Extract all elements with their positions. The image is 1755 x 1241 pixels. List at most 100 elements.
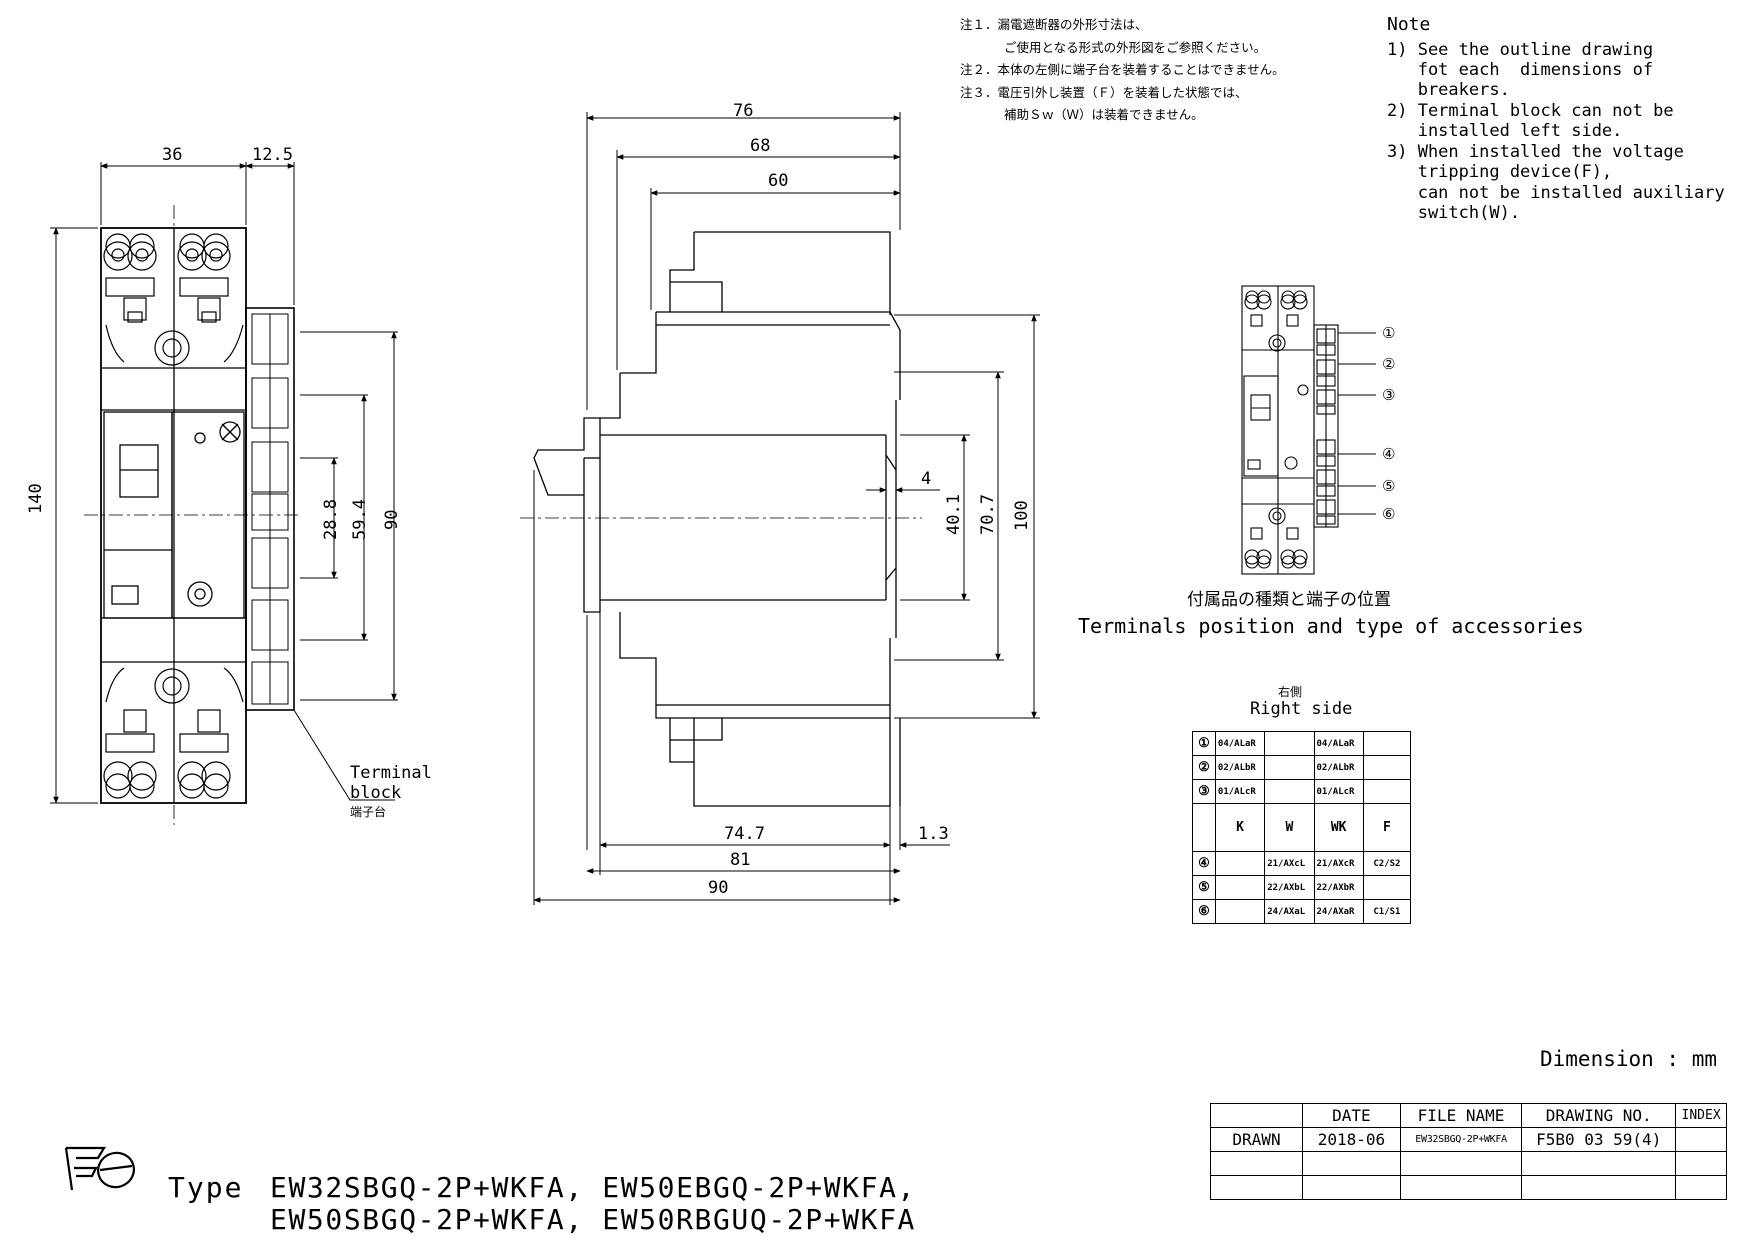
accessory-table-cell: 24/AXaL	[1264, 899, 1315, 924]
accessory-table-cell: W	[1264, 803, 1315, 852]
dim-12-5: 12.5	[252, 145, 293, 165]
accessory-table-cell: 21/AXcR	[1313, 851, 1364, 876]
title-block-cell	[1210, 1175, 1303, 1200]
title-block-cell	[1210, 1103, 1303, 1128]
accessories-caption-en: Terminals position and type of accessori…	[1078, 614, 1584, 638]
title-block-cell	[1521, 1175, 1677, 1200]
marker-1: ①	[1382, 324, 1396, 342]
accessory-table-cell	[1362, 755, 1412, 780]
side-view	[520, 112, 1040, 905]
terminal-block-label-jp: 端子台	[350, 805, 387, 819]
accessory-table-cell: 22/AXbR	[1313, 875, 1364, 900]
accessory-table-cell: ⑤	[1192, 875, 1216, 900]
accessory-table-cell: ①	[1192, 731, 1216, 756]
title-block-cell: EW32SBGQ-2P+WKFA	[1399, 1127, 1523, 1152]
accessory-table-cell	[1264, 779, 1315, 804]
marker-4: ④	[1382, 445, 1396, 463]
dim-90-vertical: 90	[382, 509, 402, 530]
accessory-table-cell: ④	[1192, 851, 1216, 876]
accessory-table-cell: F	[1362, 803, 1412, 852]
dim-1-3: 1.3	[918, 824, 949, 844]
model-line: EW32SBGQ-2P+WKFA, EW50EBGQ-2P+WKFA,	[270, 1171, 917, 1204]
title-block-cell	[1399, 1175, 1523, 1200]
accessory-table-cell: ⑥	[1192, 899, 1216, 924]
title-block-cell	[1521, 1151, 1677, 1176]
front-view	[50, 162, 398, 825]
accessory-table-cell: 24/AXaR	[1313, 899, 1364, 924]
note-en-line: 2) Terminal block can not be	[1387, 101, 1674, 121]
terminal-block-label: block	[350, 783, 402, 803]
dim-68: 68	[750, 136, 771, 156]
title-block-cell	[1210, 1151, 1303, 1176]
accessory-table-cell	[1214, 899, 1266, 924]
note-en-line: installed left side.	[1387, 121, 1623, 141]
dim-36: 36	[162, 145, 183, 165]
accessory-table-cell	[1214, 875, 1266, 900]
title-block-cell: F5B0 03 59(4)	[1521, 1127, 1677, 1152]
title-block-cell	[1675, 1127, 1727, 1152]
dim-60: 60	[768, 171, 789, 191]
accessory-table-cell: 21/AXcL	[1264, 851, 1315, 876]
title-block-cell	[1301, 1175, 1401, 1200]
note-en-line: breakers.	[1387, 80, 1510, 100]
title-block-cell: DRAWING NO.	[1521, 1103, 1677, 1128]
title-block-cell	[1675, 1175, 1727, 1200]
note-jp-line: ご使用となる形式の外形図をご参照ください。	[1004, 40, 1267, 55]
accessory-table-cell	[1264, 731, 1315, 756]
type-label: Type	[168, 1171, 244, 1204]
note-en-line: switch(W).	[1387, 203, 1521, 223]
fe-logo-icon	[64, 1146, 135, 1191]
note-en-line: 1) See the outline drawing	[1387, 40, 1654, 60]
right-side-title-en: Right side	[1250, 699, 1353, 719]
accessory-table-cell: WK	[1313, 803, 1364, 852]
accessory-table-cell	[1362, 875, 1412, 900]
title-block-row	[1210, 1175, 1727, 1200]
dim-74-7: 74.7	[724, 824, 765, 844]
title-block-cell: DRAWN	[1210, 1127, 1303, 1152]
accessory-table-cell	[1362, 731, 1412, 756]
right-side-title-jp: 右側	[1278, 685, 1303, 699]
note-en-line: can not be installed auxiliary	[1387, 183, 1725, 203]
note-title: Note	[1387, 14, 1431, 35]
note-jp-line: 注１．漏電遮断器の外形寸法は、	[960, 17, 1148, 32]
title-block-cell: INDEX	[1675, 1103, 1727, 1128]
title-block-cell	[1675, 1151, 1727, 1176]
title-block-cell	[1399, 1151, 1523, 1176]
accessories-caption-jp: 付属品の種類と端子の位置	[1187, 590, 1391, 610]
accessory-table-cell: 04/ALaR	[1214, 731, 1266, 756]
note-jp-line: 補助Ｓｗ（Ｗ）は装着できません。	[1004, 107, 1204, 122]
accessory-table-cell	[1362, 779, 1412, 804]
accessory-table-cell: 01/ALcR	[1214, 779, 1266, 804]
model-line: EW50SBGQ-2P+WKFA, EW50RBGUQ-2P+WKFA	[270, 1203, 917, 1236]
accessory-table-cell	[1192, 803, 1216, 852]
title-block-cell: 2018-06	[1301, 1127, 1401, 1152]
terminal-block-label: Terminal	[350, 763, 432, 783]
title-block-row	[1210, 1151, 1727, 1176]
marker-5: ⑤	[1382, 477, 1396, 495]
accessory-table-cell: ③	[1192, 779, 1216, 804]
title-block-cell: DATE	[1301, 1103, 1401, 1128]
dim-40-1: 40.1	[944, 494, 964, 535]
accessory-table-cell: 02/ALbR	[1214, 755, 1266, 780]
title-block-cell: FILE NAME	[1399, 1103, 1523, 1128]
marker-6: ⑥	[1382, 505, 1396, 523]
accessory-view	[1241, 285, 1376, 575]
accessory-table-cell: 22/AXbL	[1264, 875, 1315, 900]
marker-2: ②	[1382, 355, 1396, 373]
dimension-unit: Dimension : mm	[1540, 1047, 1718, 1071]
terminal-block-modules	[251, 313, 289, 705]
dim-4: 4	[921, 469, 932, 489]
dim-59-4: 59.4	[350, 499, 370, 540]
note-en-line: 3) When installed the voltage	[1387, 142, 1684, 162]
title-block-cell	[1301, 1151, 1401, 1176]
dim-76: 76	[733, 101, 754, 121]
